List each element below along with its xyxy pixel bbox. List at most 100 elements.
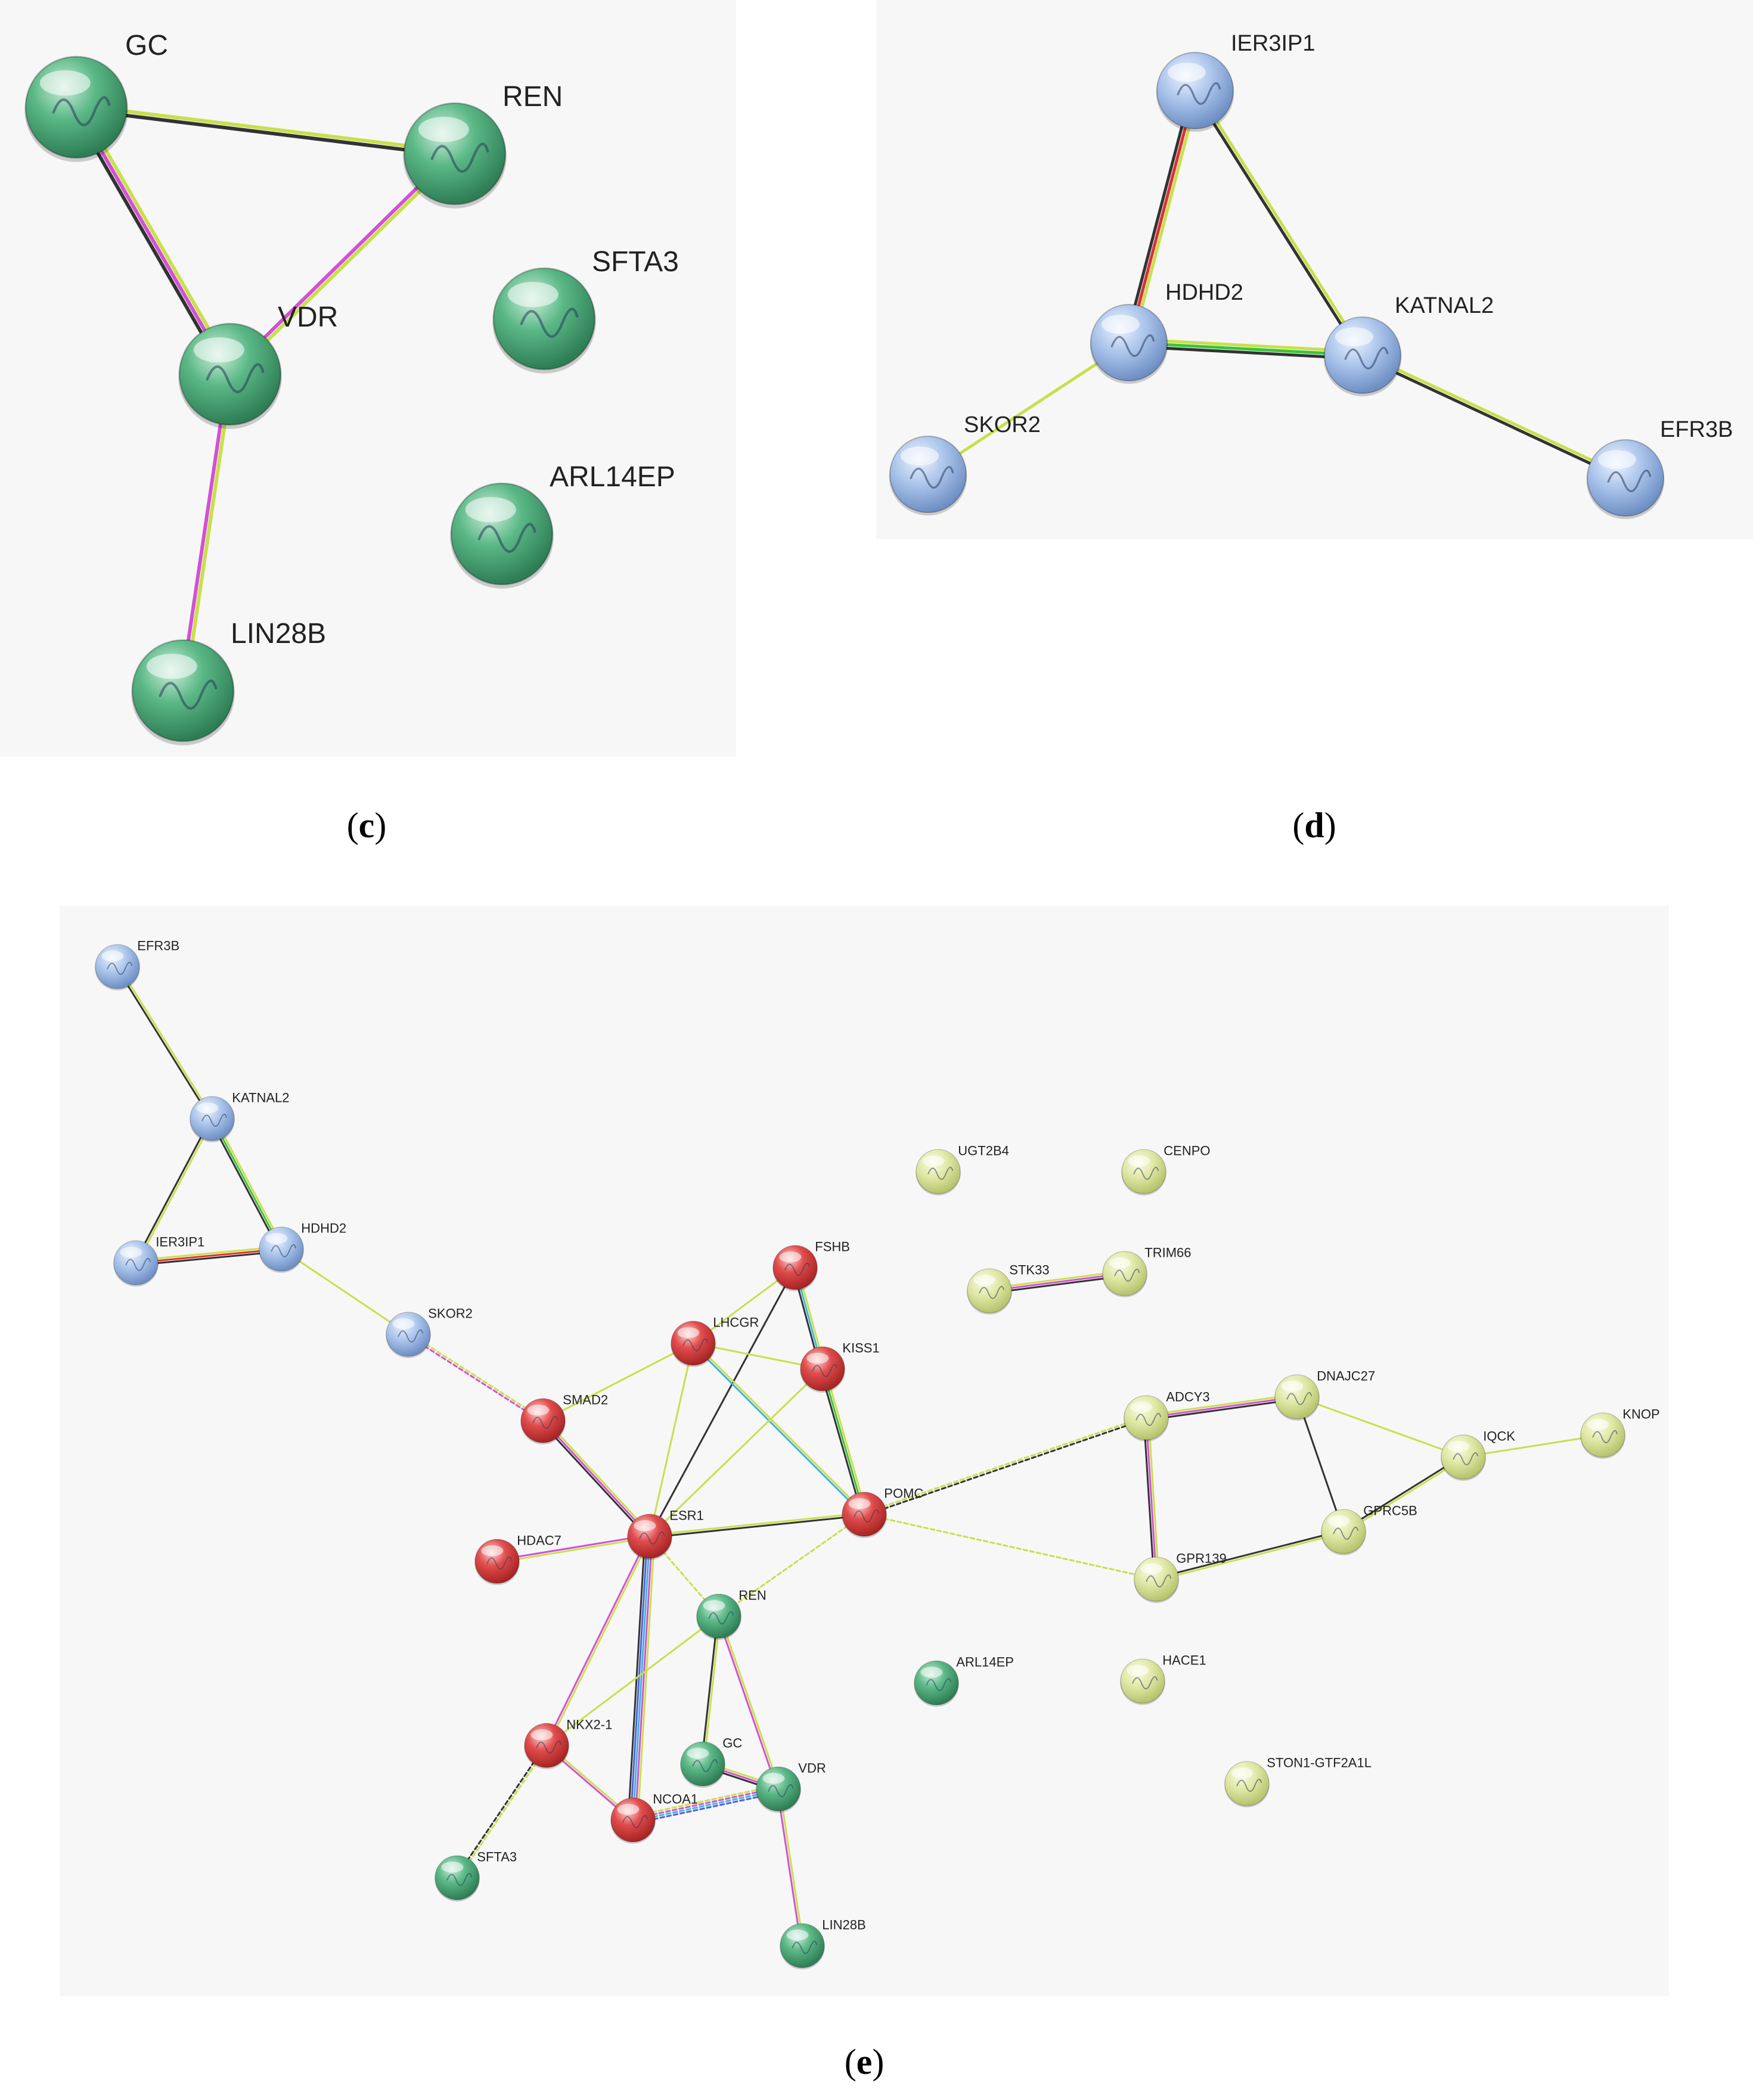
node-highlight — [922, 1155, 945, 1167]
node-label: EFR3B — [137, 938, 179, 953]
node-highlight — [146, 653, 197, 679]
edge-pomc-ren — [718, 1513, 865, 1617]
node-highlight — [1167, 63, 1206, 82]
node-stk33[interactable]: STK33 — [967, 1262, 1050, 1315]
node-efr3b[interactable]: EFR3B — [1586, 417, 1733, 520]
node-vdr[interactable]: VDR — [178, 302, 338, 429]
edge-stroke — [179, 372, 230, 692]
node-hdhd2[interactable]: HDHD2 — [259, 1220, 346, 1273]
edge-stroke — [632, 1535, 651, 1821]
node-highlight — [786, 1929, 809, 1941]
node-label: TRIM66 — [1144, 1245, 1191, 1260]
edge-stroke — [540, 1421, 649, 1539]
node-label: HDAC7 — [517, 1533, 561, 1548]
edge-stroke — [1462, 1434, 1604, 1458]
node-vdr[interactable]: VDR — [756, 1760, 826, 1813]
node-gc[interactable]: GC — [24, 30, 168, 162]
node-fshb[interactable]: FSHB — [772, 1239, 850, 1291]
node-lin28b[interactable]: LIN28B — [131, 618, 326, 745]
node-lhcgr[interactable]: LHCGR — [671, 1315, 759, 1367]
node-label: SKOR2 — [964, 412, 1041, 437]
edge-stroke — [1296, 1396, 1345, 1533]
edge-stroke — [78, 103, 236, 374]
node-nkx2-1[interactable]: NKX2-1 — [524, 1717, 612, 1769]
edge-stroke — [1296, 1396, 1465, 1458]
node-label: REN — [502, 81, 563, 113]
node-label: LIN28B — [231, 618, 326, 650]
edge-stroke — [634, 1535, 653, 1821]
node-gc[interactable]: GC — [680, 1735, 742, 1788]
edge-stroke — [75, 105, 232, 376]
node-ren[interactable]: REN — [696, 1588, 767, 1640]
edge-dnajc27-iqck — [1296, 1396, 1465, 1458]
node-trim66[interactable]: TRIM66 — [1102, 1245, 1192, 1297]
edge-stroke — [1143, 1416, 1155, 1580]
node-pomc[interactable]: POMC — [842, 1486, 923, 1538]
node-esr1[interactable]: ESR1 — [627, 1508, 704, 1560]
node-katnal2[interactable]: KATNAL2 — [190, 1090, 289, 1142]
edge-stroke — [544, 1418, 653, 1536]
node-highlight — [617, 1803, 640, 1815]
node-ier3ip1[interactable]: IER3IP1 — [1156, 31, 1315, 132]
node-gprc5b[interactable]: GPRC5B — [1321, 1503, 1417, 1555]
protein-structure-icon — [1146, 1574, 1171, 1588]
node-skor2[interactable]: SKOR2 — [889, 412, 1041, 516]
node-lin28b[interactable]: LIN28B — [780, 1917, 866, 1969]
node-label: GC — [722, 1735, 742, 1750]
protein-structure-icon — [854, 1509, 879, 1523]
node-ston1-gtf2a1l[interactable]: STON1-GTF2A1L — [1224, 1755, 1372, 1807]
node-highlight — [465, 496, 516, 523]
node-label: KATNAL2 — [1395, 293, 1494, 318]
node-sfta3[interactable]: SFTA3 — [492, 246, 679, 374]
edge-stroke — [134, 1117, 212, 1263]
protein-structure-icon — [1592, 1430, 1618, 1443]
node-arl14ep[interactable]: ARL14EP — [450, 461, 675, 589]
node-label: REN — [739, 1588, 766, 1602]
protein-structure-icon — [682, 1338, 708, 1352]
edge-hdhd2-skor2 — [926, 341, 1131, 476]
edge-stk33-trim66 — [988, 1270, 1127, 1294]
node-gpr139[interactable]: GPR139 — [1134, 1551, 1227, 1603]
node-label: HDHD2 — [301, 1220, 346, 1235]
node-arl14ep[interactable]: ARL14EP — [914, 1654, 1014, 1707]
node-katnal2[interactable]: KATNAL2 — [1323, 293, 1494, 397]
node-label: KISS1 — [842, 1340, 879, 1355]
node-kiss1[interactable]: KISS1 — [800, 1340, 880, 1393]
node-label: STON1-GTF2A1L — [1267, 1755, 1372, 1770]
node-highlight — [920, 1666, 943, 1678]
node-label: POMC — [884, 1486, 923, 1501]
node-highlight — [39, 70, 91, 96]
protein-structure-icon — [52, 96, 111, 126]
node-efr3b[interactable]: EFR3B — [95, 938, 179, 990]
node-hdhd2[interactable]: HDHD2 — [1090, 280, 1243, 384]
edge-skor2-smad2 — [407, 1332, 545, 1423]
node-hace1[interactable]: HACE1 — [1120, 1652, 1206, 1705]
edge-hdhd2-skor2 — [280, 1248, 409, 1335]
node-dnajc27[interactable]: DNAJC27 — [1274, 1368, 1375, 1421]
node-smad2[interactable]: SMAD2 — [520, 1392, 608, 1444]
edge-katnal2-efr3b — [1360, 352, 1628, 481]
node-adcy3[interactable]: ADCY3 — [1124, 1389, 1210, 1442]
node-ncoa1[interactable]: NCOA1 — [610, 1791, 698, 1844]
node-highlight — [1140, 1562, 1163, 1574]
edge-stroke — [989, 1275, 1127, 1294]
node-cenpo[interactable]: CENPO — [1121, 1143, 1211, 1195]
edge-stroke — [629, 1535, 649, 1821]
node-ren[interactable]: REN — [403, 81, 563, 209]
node-hdac7[interactable]: HDAC7 — [474, 1533, 561, 1585]
node-highlight — [703, 1599, 725, 1611]
protein-structure-icon — [1344, 347, 1389, 369]
node-ugt2b4[interactable]: UGT2B4 — [916, 1143, 1009, 1195]
protein-structure-icon — [1453, 1452, 1478, 1465]
node-sfta3[interactable]: SFTA3 — [435, 1849, 517, 1902]
node-iqck[interactable]: IQCK — [1441, 1428, 1515, 1481]
node-ier3ip1[interactable]: IER3IP1 — [113, 1234, 204, 1287]
protein-structure-icon — [520, 307, 579, 338]
node-label: ARL14EP — [550, 461, 675, 493]
edge-stroke — [632, 1791, 780, 1825]
node-skor2[interactable]: SKOR2 — [386, 1306, 473, 1358]
panel-d-edges — [926, 88, 1628, 481]
node-knop[interactable]: KNOP — [1580, 1406, 1660, 1459]
protein-structure-icon — [201, 1113, 227, 1127]
